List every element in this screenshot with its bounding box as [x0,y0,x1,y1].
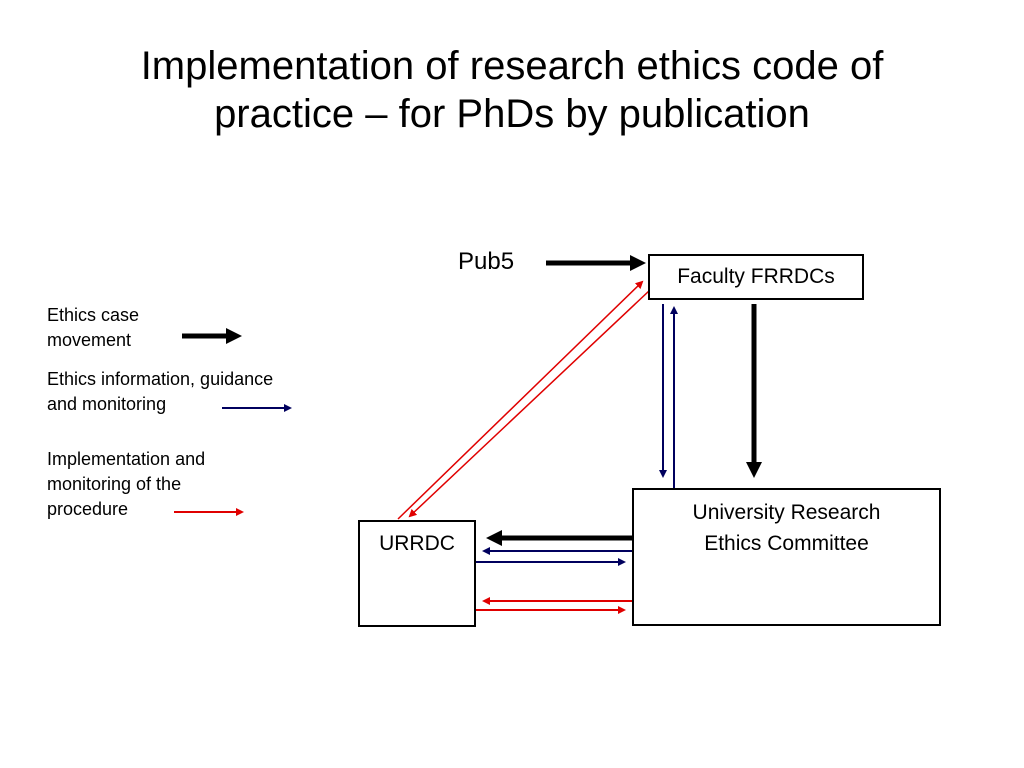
legend-implementation-line-1: Implementation and [47,449,206,469]
faculty-frrdcs-box: Faculty FRRDCs [648,254,864,300]
legend-information: Ethics information, guidance and monitor… [47,367,347,417]
legend-implementation: Implementation and monitoring of the pro… [47,447,267,522]
title-line-1: Implementation of research ethics code o… [140,44,884,88]
faculty-to-urrdc-impl-arrow [408,289,651,518]
legend-case-movement-line-1: Ethics case [47,305,140,325]
legend-case-movement: Ethics case movement [47,303,207,353]
legend-implementation-line-2: monitoring of the [47,474,182,494]
title-line-2: practice – for PhDs by publication [214,92,810,136]
urrdc-label: URRDC [379,532,455,555]
urec-label-line-1: University Research [692,501,881,524]
pub-label: Pub5 [458,248,515,275]
slide-title: Implementation of research ethics code o… [40,42,984,138]
legend-implementation-line-3: procedure [47,499,129,519]
urrdc-to-faculty-impl-arrow [397,280,644,520]
legend-case-movement-line-2: movement [47,330,132,350]
legend-information-line-1: Ethics information, guidance [47,369,274,389]
legend-information-line-2: and monitoring [47,394,167,414]
urec-label-line-2: Ethics Committee [704,532,869,555]
university-research-ethics-committee-box: University Research Ethics Committee [632,488,941,626]
faculty-frrdcs-label: Faculty FRRDCs [677,265,835,288]
urrdc-box: URRDC [358,520,476,627]
